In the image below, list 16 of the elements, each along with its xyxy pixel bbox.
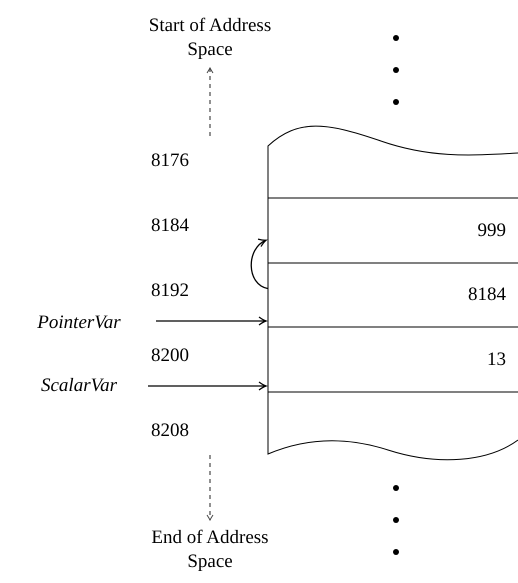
memory-cell (268, 327, 518, 392)
address-label: 8192 (150, 280, 190, 302)
memory-cell (268, 198, 518, 263)
cell-value: 13 (487, 348, 506, 370)
variable-name: ScalarVar (14, 373, 144, 399)
boundary-label: End of Address Space (140, 520, 280, 580)
address-label: 8184 (150, 215, 190, 237)
address-label: 8176 (150, 150, 190, 172)
cell-value: 999 (478, 220, 506, 242)
address-label: 8200 (150, 345, 190, 367)
memory-cell (268, 263, 518, 327)
memory-cell (268, 392, 518, 462)
cell-value: 8184 (468, 284, 506, 306)
address-label: 8208 (150, 420, 190, 442)
variable-name: PointerVar (6, 310, 152, 336)
boundary-label: Start of Address Space (140, 8, 280, 68)
